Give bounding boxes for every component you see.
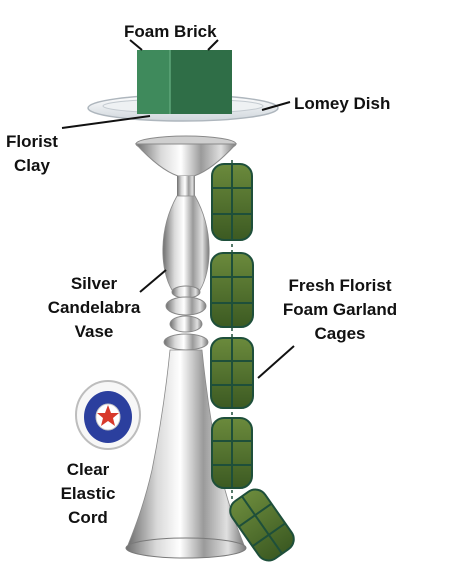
label-foam-brick-text: Foam Brick [124,22,217,41]
garland-cage-chain [210,160,295,562]
label-florist-clay-line1: Florist [6,132,58,151]
label-garland-cages-line1: Fresh Florist [288,276,392,295]
elastic-cord-spool-icon [75,380,141,450]
label-silver-vase-line3: Vase [74,322,114,341]
garland-cage-icon [210,252,254,328]
foam-brick-icon [137,50,232,114]
leader-florist-clay [61,115,151,129]
label-garland-cages: Fresh Florist Foam Garland Cages [270,274,410,346]
label-silver-vase: Silver Candelabra Vase [40,272,148,344]
label-florist-clay: Florist Clay [6,130,58,178]
garland-cage-icon [211,163,253,241]
leader-lines [61,39,295,379]
label-elastic-cord-line1: Clear [66,460,110,479]
label-garland-cages-line3: Cages [314,324,366,343]
label-elastic-cord-line3: Cord [68,508,108,527]
leader-lomey-dish [261,101,291,111]
label-lomey-dish-text: Lomey Dish [294,94,391,113]
label-foam-brick: Foam Brick [124,20,217,44]
label-elastic-cord-line2: Elastic [60,484,116,503]
label-lomey-dish: Lomey Dish [294,92,390,116]
garland-cage-icon [211,417,253,489]
garland-cage-icon [210,337,254,409]
leader-foam-brick [129,39,143,51]
label-elastic-cord: Clear Elastic Cord [56,458,120,530]
label-silver-vase-line1: Silver [70,274,118,293]
label-garland-cages-line2: Foam Garland [282,300,398,319]
candelabra-vase-icon [125,135,247,559]
garland-cage-icon [229,488,295,562]
leader-foam-brick-right [207,39,219,51]
leader-garland-cages [257,345,295,379]
leader-silver-vase [139,269,167,293]
label-silver-vase-line2: Candelabra [47,298,141,317]
label-florist-clay-line2: Clay [14,156,50,175]
